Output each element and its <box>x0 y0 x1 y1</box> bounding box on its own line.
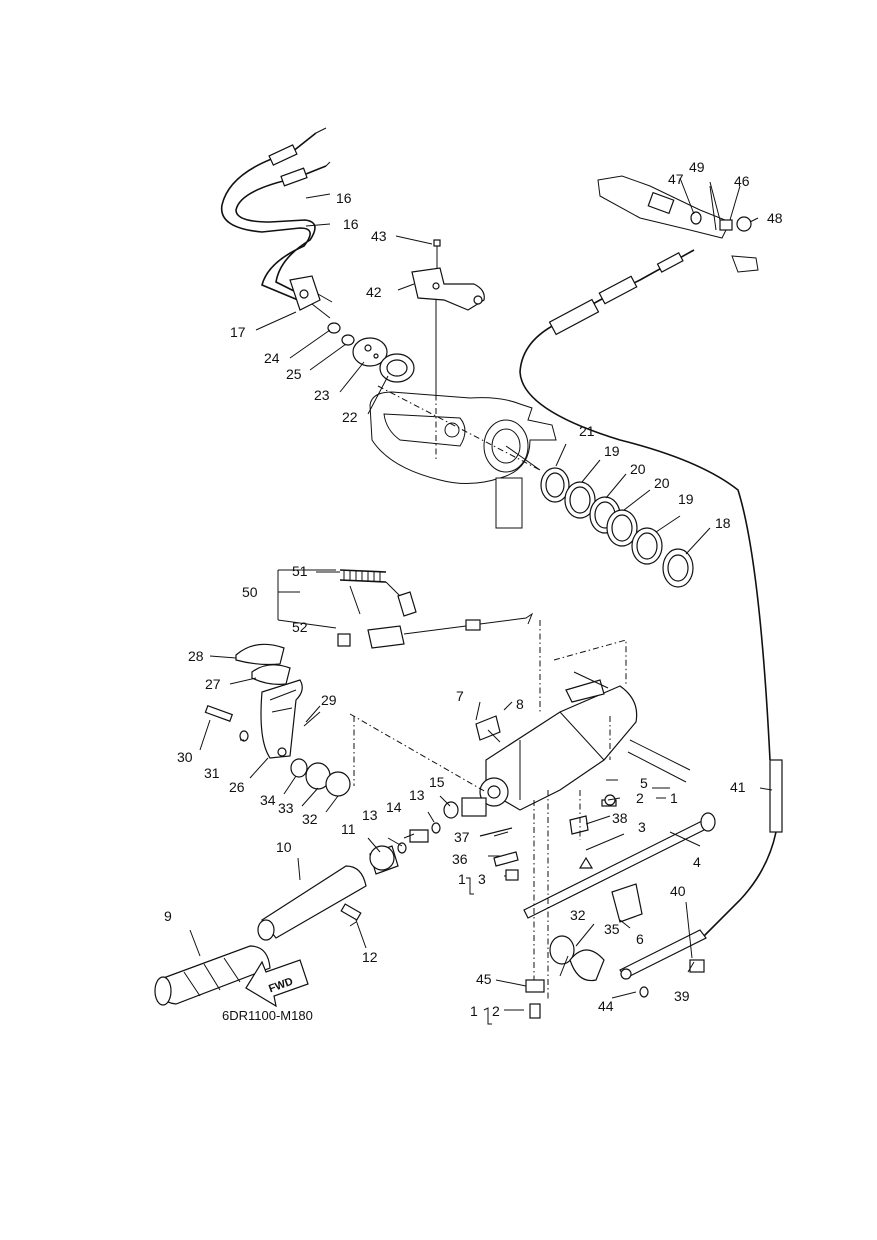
callout-13a: 13 <box>409 787 425 803</box>
swivel-bracket-ghost <box>369 391 557 529</box>
callout-38: 38 <box>612 810 628 826</box>
callout-42: 42 <box>366 284 382 300</box>
callout-4: 4 <box>693 854 701 870</box>
callout-14: 14 <box>386 799 402 815</box>
callout-22: 22 <box>342 409 358 425</box>
callout-25: 25 <box>286 366 302 382</box>
callout-1b: 1 <box>458 871 466 887</box>
pivot-parts <box>290 758 459 854</box>
callout-36: 36 <box>452 851 468 867</box>
callout-31: 31 <box>204 765 220 781</box>
callout-1c: 1 <box>470 1003 478 1019</box>
callout-5: 5 <box>640 775 648 791</box>
callout-41: 41 <box>730 779 746 795</box>
callout-33: 33 <box>278 800 294 816</box>
callout-40: 40 <box>670 883 686 899</box>
callout-32b: 32 <box>570 907 586 923</box>
washer-stack <box>327 322 415 383</box>
callout-11: 11 <box>341 821 356 837</box>
fwd-arrow: FWD <box>245 959 309 1008</box>
callout-51: 51 <box>292 563 308 579</box>
callout-39: 39 <box>674 988 690 1004</box>
callout-43: 43 <box>371 228 387 244</box>
callout-16b: 16 <box>343 216 359 232</box>
shift-linkage <box>519 175 783 941</box>
diagram-code: 6DR1100-M180 <box>222 1008 313 1023</box>
leader-lines <box>189 177 773 1025</box>
callout-45: 45 <box>476 971 492 987</box>
callout-48: 48 <box>767 210 783 226</box>
callout-28: 28 <box>188 648 204 664</box>
callout-23: 23 <box>314 387 330 403</box>
callout-30: 30 <box>177 749 193 765</box>
callout-20b: 20 <box>654 475 670 491</box>
lower-parts <box>525 929 707 1019</box>
callout-3a: 3 <box>638 819 646 835</box>
callout-3b: 3 <box>478 871 486 887</box>
callout-24: 24 <box>264 350 280 366</box>
callout-9: 9 <box>164 908 172 924</box>
callout-16a: 16 <box>336 190 352 206</box>
callout-6: 6 <box>636 931 644 947</box>
callout-44: 44 <box>598 998 614 1014</box>
callout-2a: 2 <box>636 790 644 806</box>
callout-50: 50 <box>242 584 258 600</box>
callout-27: 27 <box>205 676 221 692</box>
callout-29: 29 <box>321 692 337 708</box>
shift-rod-parts <box>479 794 716 923</box>
callout-15: 15 <box>429 774 445 790</box>
callout-49: 49 <box>689 159 705 175</box>
callout-19b: 19 <box>678 491 694 507</box>
stop-lanyard <box>277 569 534 649</box>
callout-17: 17 <box>230 324 246 340</box>
callout-21: 21 <box>579 423 595 439</box>
washer-row <box>540 467 694 588</box>
callout-10: 10 <box>276 839 292 855</box>
callout-13b: 13 <box>362 807 378 823</box>
handle-grip-assembly <box>154 845 399 1006</box>
callout-35: 35 <box>604 921 620 937</box>
callout-20a: 20 <box>630 461 646 477</box>
callout-1a: 1 <box>670 790 678 806</box>
callout-34: 34 <box>260 792 276 808</box>
callout-37: 37 <box>454 829 470 845</box>
callout-47: 47 <box>668 171 684 187</box>
tiller-handle <box>461 671 691 817</box>
tiller-grip-parts <box>204 643 321 759</box>
callout-12: 12 <box>362 949 378 965</box>
callout-labels: 16 16 17 24 25 23 22 43 42 21 19 20 20 1… <box>164 159 783 1019</box>
callout-8: 8 <box>516 696 524 712</box>
callout-26: 26 <box>229 779 245 795</box>
callout-19a: 19 <box>604 443 620 459</box>
callout-46: 46 <box>734 173 750 189</box>
callout-18: 18 <box>715 515 731 531</box>
callout-2b: 2 <box>492 1003 500 1019</box>
callout-32a: 32 <box>302 811 318 827</box>
callout-52: 52 <box>292 619 308 635</box>
center-lines <box>349 300 627 1000</box>
callout-7: 7 <box>456 688 464 704</box>
throttle-cables <box>220 127 333 319</box>
